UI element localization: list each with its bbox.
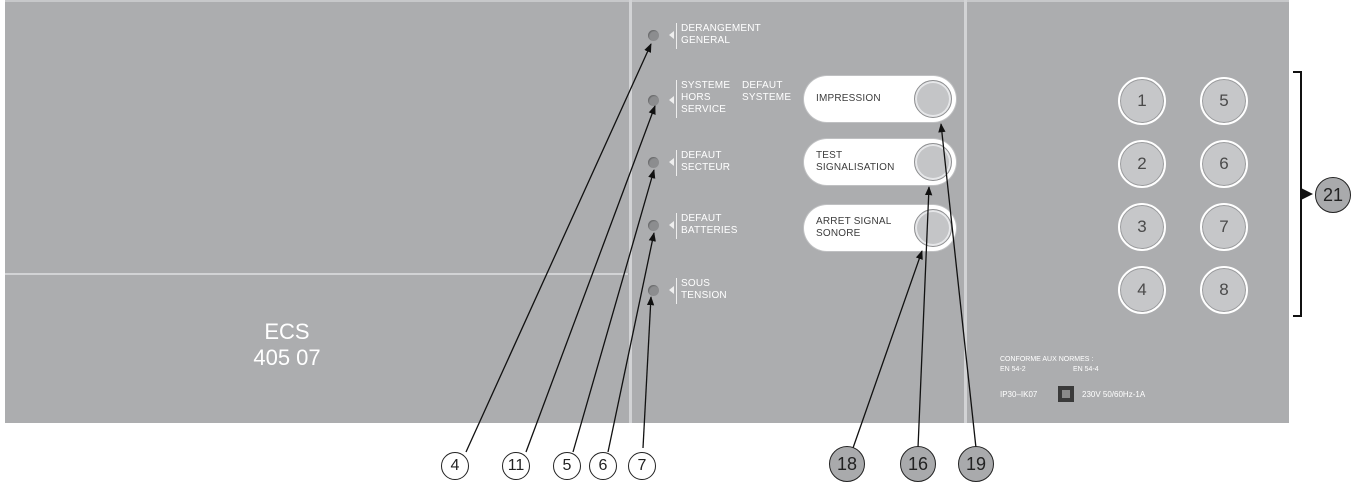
led-systeme-hors-service <box>648 95 659 106</box>
callout-19: 19 <box>958 446 994 482</box>
leader-19 <box>938 123 977 449</box>
zone-button-2[interactable]: 2 <box>1118 140 1166 188</box>
panel-top-edge <box>5 0 1289 2</box>
label-bracket <box>676 23 677 49</box>
impression-label: IMPRESSION <box>816 93 881 104</box>
norm-en54-4: EN 54-4 <box>1073 366 1099 373</box>
group-bracket <box>1293 71 1302 317</box>
led-defaut-secteur <box>648 157 659 168</box>
leader-5 <box>572 169 656 453</box>
pointer-icon <box>669 31 674 39</box>
callout-18: 18 <box>829 446 865 482</box>
callout-21: 21 <box>1315 177 1351 213</box>
impression-button[interactable]: IMPRESSION <box>804 76 956 122</box>
label-bracket <box>676 278 677 304</box>
leader-11 <box>525 105 656 453</box>
pointer-icon <box>669 96 674 104</box>
pointer-icon <box>669 158 674 166</box>
led-defaut-batteries <box>648 220 659 231</box>
panel-divider-horizontal <box>5 273 628 275</box>
leader-4 <box>465 43 652 453</box>
callout-7: 7 <box>628 452 656 480</box>
zone-button-3[interactable]: 3 <box>1118 203 1166 251</box>
label-bracket <box>676 213 677 239</box>
callout-6: 6 <box>589 452 617 480</box>
power-rating: 230V 50/60Hz-1A <box>1082 390 1146 399</box>
zone-button-5[interactable]: 5 <box>1200 77 1248 125</box>
led-derangement-general <box>648 30 659 41</box>
panel-divider-right <box>964 0 967 423</box>
zone-button-7[interactable]: 7 <box>1200 203 1248 251</box>
label-bracket <box>676 150 677 176</box>
callout-5: 5 <box>553 452 581 480</box>
pointer-icon <box>669 221 674 229</box>
model-name: ECS <box>264 319 310 344</box>
leader-16 <box>917 186 933 449</box>
norm-en54-2: EN 54-2 <box>1000 366 1026 373</box>
model-code: 405 07 <box>253 345 321 370</box>
leader-6 <box>607 232 656 453</box>
callout-11: 11 <box>502 452 530 480</box>
callout-4: 4 <box>441 452 469 480</box>
leader-18 <box>852 250 923 449</box>
group-bracket-pointer <box>1301 188 1313 200</box>
control-panel: ECS 405 07 <box>5 0 1289 423</box>
ip-rating: IP30–IK07 <box>1000 390 1038 399</box>
zone-button-8[interactable]: 8 <box>1200 266 1248 314</box>
arret-signal-sonore-knob[interactable] <box>914 209 952 247</box>
callout-16: 16 <box>900 446 936 482</box>
zone-button-6[interactable]: 6 <box>1200 140 1248 188</box>
pointer-icon <box>669 286 674 294</box>
impression-knob[interactable] <box>914 80 952 118</box>
label-bracket <box>676 80 677 118</box>
led-sous-tension <box>648 285 659 296</box>
leader-7 <box>642 296 655 449</box>
norms-title: CONFORME AUX NORMES : <box>1000 356 1094 363</box>
double-insulation-icon <box>1058 386 1074 402</box>
zone-button-1[interactable]: 1 <box>1118 77 1166 125</box>
panel-divider-left <box>629 0 632 423</box>
zone-button-4[interactable]: 4 <box>1118 266 1166 314</box>
